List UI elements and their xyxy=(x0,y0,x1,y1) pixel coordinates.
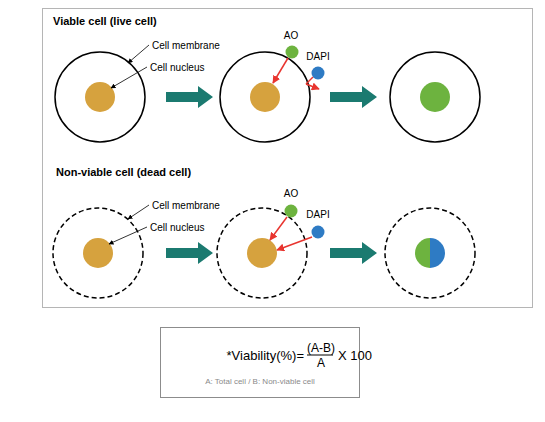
ao-dye xyxy=(285,205,298,218)
damaged-membrane xyxy=(53,208,143,298)
process-arrow xyxy=(166,242,213,264)
section-heading: Non-viable cell (dead cell) xyxy=(56,166,191,178)
dye-label: DAPI xyxy=(306,209,329,220)
dye-label: AO xyxy=(284,30,298,41)
dye-arrow xyxy=(306,84,319,89)
cell-nucleus xyxy=(250,82,280,112)
dye-arrow xyxy=(277,237,312,250)
stained-nucleus-half xyxy=(430,238,445,268)
formula-text: *Viability(%)= xyxy=(227,349,304,363)
dye-label: DAPI xyxy=(306,51,329,62)
part-label: Cell membrane xyxy=(152,200,220,211)
formula-text: X 100 xyxy=(338,349,372,363)
ao-dye xyxy=(286,46,299,59)
part-label: Cell membrane xyxy=(152,40,220,51)
dye-arrow xyxy=(270,217,287,240)
leader-line xyxy=(109,227,147,244)
part-label: Cell nucleus xyxy=(150,222,204,233)
formula-note: A: Total cell / B: Non-viable cell xyxy=(205,378,315,387)
stained-nucleus-half xyxy=(415,238,430,268)
process-arrow xyxy=(330,86,377,108)
cell-membrane xyxy=(55,52,145,142)
process-arrow xyxy=(166,86,213,108)
leader-line xyxy=(128,205,149,219)
stained-nucleus xyxy=(420,82,450,112)
damaged-membrane xyxy=(217,208,307,298)
leader-line xyxy=(128,45,149,63)
dapi-dye xyxy=(312,67,325,80)
dye-arrow xyxy=(273,58,288,83)
dapi-dye xyxy=(312,226,325,239)
formula-denominator: A xyxy=(317,357,325,370)
cell-membrane xyxy=(390,52,480,142)
section-heading: Viable cell (live cell) xyxy=(53,15,157,27)
damaged-membrane xyxy=(385,208,475,298)
leader-line xyxy=(111,67,147,88)
dye-label: AO xyxy=(284,188,298,199)
cell-nucleus xyxy=(83,238,113,268)
cell-membrane xyxy=(220,52,310,142)
formula-numerator: (A-B) xyxy=(307,342,335,355)
cell-nucleus xyxy=(247,238,277,268)
formula-box: *Viability(%)=(A-B)AX 100A: Total cell /… xyxy=(160,327,360,398)
process-arrow xyxy=(330,242,377,264)
figure-panel: Viable cell (live cell) Non-viable cell (… xyxy=(42,8,533,308)
cell-nucleus xyxy=(85,82,115,112)
part-label: Cell nucleus xyxy=(150,62,204,73)
dye-path xyxy=(306,77,313,84)
